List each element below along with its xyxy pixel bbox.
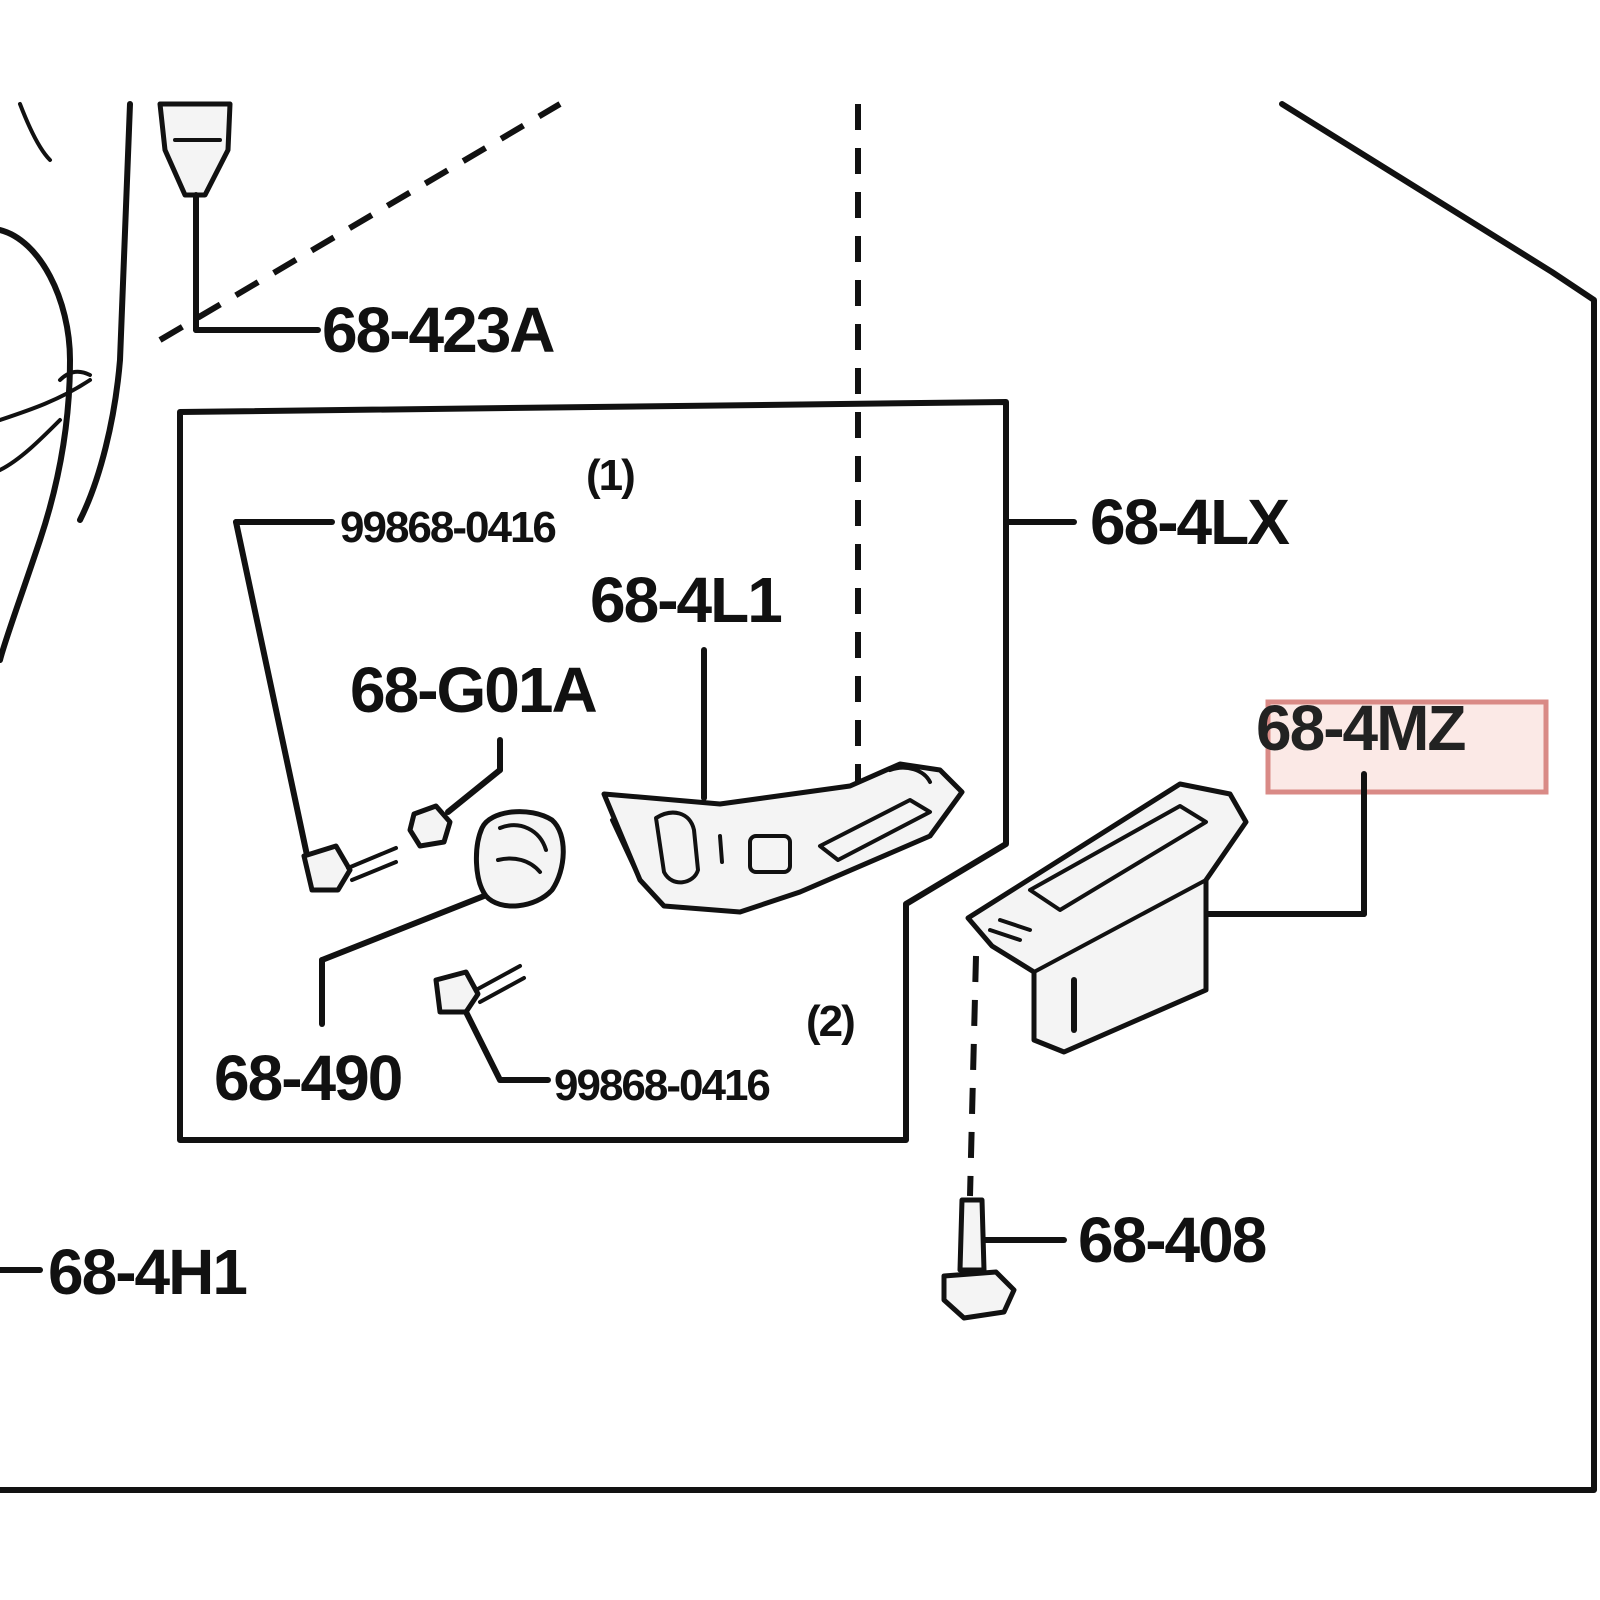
label-68-408: 68-408 — [1078, 1204, 1266, 1276]
label-68-g01a: 68-G01A — [350, 654, 596, 726]
part-screw-upper — [301, 843, 398, 893]
outer-frame — [0, 101, 1597, 1493]
label-screw-99868-0416-upper: 99868-0416 — [340, 503, 555, 552]
leader-screw-upper — [233, 519, 335, 863]
label-screw-99868-0416-lower: 99868-0416 — [554, 1061, 769, 1110]
label-68-423a: 68-423A — [322, 294, 554, 366]
label-68-4l1: 68-4L1 — [590, 564, 781, 636]
part-68-423a-clip — [157, 101, 321, 333]
part-screw-lower — [433, 964, 526, 1015]
clip-axis-line — [967, 955, 979, 1197]
part-68-4mz-bezel — [965, 781, 1249, 1055]
leader-68-4mz — [1203, 771, 1367, 917]
note-2: (2) — [806, 997, 854, 1046]
label-68-490: 68-490 — [214, 1042, 401, 1114]
highlight-box-68-4mz — [1265, 699, 1549, 795]
label-68-4lx: 68-4LX — [1090, 486, 1290, 558]
label-68-4mz: 68-4MZ — [1256, 692, 1465, 764]
note-1: (1) — [586, 451, 634, 500]
left-panel-edge — [0, 101, 562, 663]
part-68-490-switch — [319, 809, 566, 1027]
subassembly-box-68-4lx — [177, 399, 1077, 1143]
leader-screw-lower — [463, 1009, 551, 1083]
part-68-4l1-handle-housing — [601, 761, 965, 915]
leader-68-g01a-diag — [445, 767, 503, 815]
label-68-4h1: 68-4H1 — [48, 1236, 246, 1308]
part-68-g01a-nut — [407, 803, 453, 849]
part-68-408-clip — [941, 1197, 1067, 1321]
